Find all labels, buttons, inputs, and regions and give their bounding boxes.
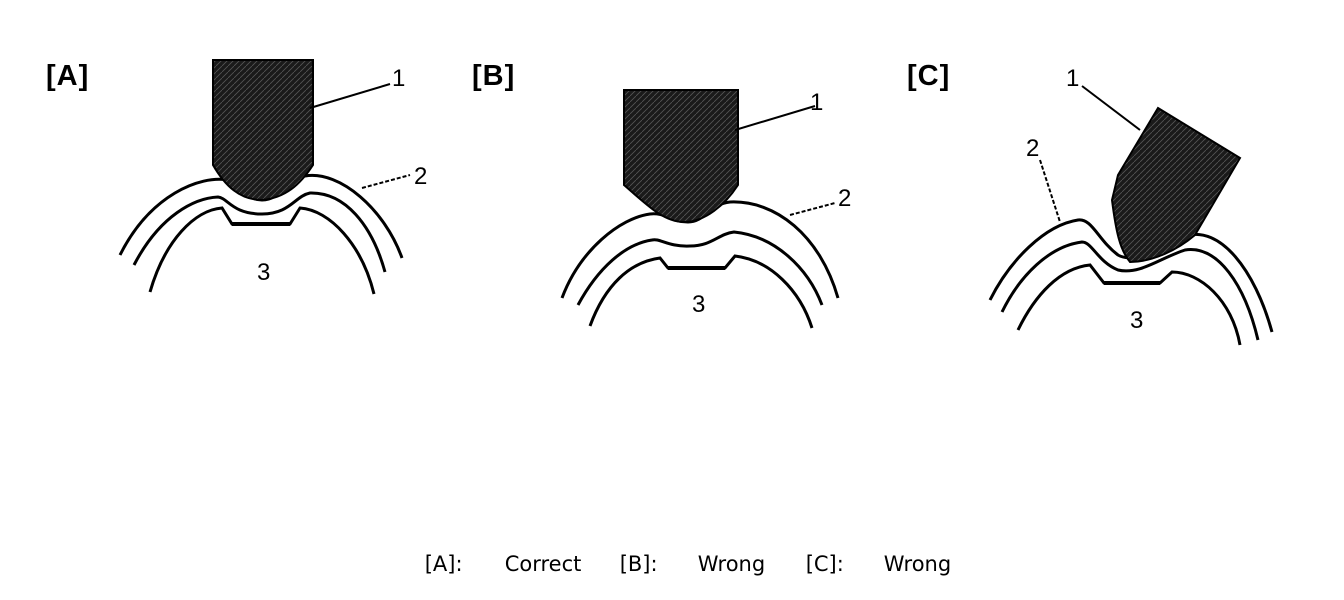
panel-label-c: [C]: [907, 60, 951, 92]
caption-b-value: Wrong: [697, 552, 766, 576]
caption-a-value: Correct: [504, 552, 582, 576]
panel-c-outer-band: [988, 218, 1274, 333]
panel-c-inner-band: [1000, 240, 1260, 341]
panel-b-callout-1: 1: [810, 89, 823, 116]
panel-c-callout-1: 1: [1066, 65, 1079, 92]
panel-b-tool: [623, 89, 739, 224]
panel-a-drawing: [118, 59, 411, 295]
panel-a-callout-2: 2: [414, 163, 427, 190]
panel-b-inner-band: [576, 230, 824, 306]
panel-b-drawing: [560, 89, 840, 329]
panel-b-callout-2: 2: [838, 185, 851, 212]
panel-c-core: [1016, 263, 1242, 346]
panel-c-tool: [1110, 106, 1242, 264]
caption-c-key: [C]:: [805, 552, 844, 576]
caption-b-key: [B]:: [619, 552, 658, 576]
panel-c-drawing: [988, 85, 1274, 346]
panel-a-inner-band: [132, 191, 387, 273]
panel-b-callout-3: 3: [692, 291, 705, 318]
panel-a-callout-1: 1: [392, 65, 405, 92]
panel-a-tool: [212, 59, 314, 202]
caption: [A]: Correct [B]: Wrong [C]: Wrong: [398, 528, 951, 600]
panel-label-b: [B]: [472, 60, 516, 92]
panel-c-callout-2: 2: [1026, 135, 1039, 162]
caption-c-value: Wrong: [883, 552, 952, 576]
panel-label-a: [A]: [46, 60, 90, 92]
caption-a-key: [A]:: [424, 552, 463, 576]
panel-a-callout-3: 3: [257, 259, 270, 286]
panel-c-callout-3: 3: [1130, 307, 1143, 334]
